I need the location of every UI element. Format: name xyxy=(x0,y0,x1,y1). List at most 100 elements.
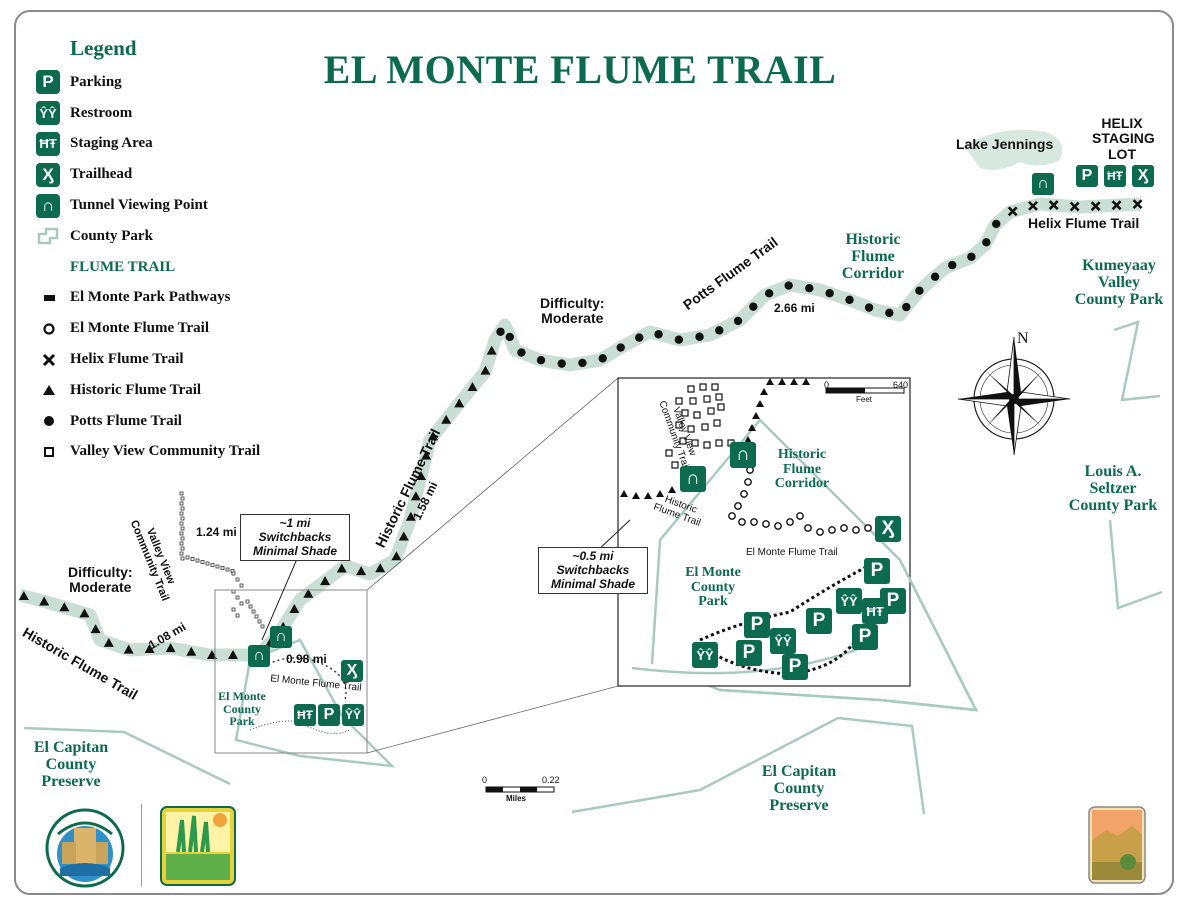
open-circle-icon xyxy=(43,323,55,335)
label-el-monte-park: El Monte County Park xyxy=(212,690,272,728)
scale-unit-label: Miles xyxy=(506,794,527,803)
label-difficulty-left: Difficulty: Moderate xyxy=(68,564,133,596)
potts-flume-marker xyxy=(784,281,793,290)
inset-scale-unit: Feet xyxy=(856,395,873,404)
label-line: Kumeyaay xyxy=(1082,257,1156,274)
inset-connector-top xyxy=(366,377,619,591)
label-line: Valley xyxy=(1097,273,1141,291)
valley-view-marker xyxy=(185,555,190,560)
valley-view-marker xyxy=(257,619,262,624)
potts-flume-marker xyxy=(505,332,514,342)
label-line: County xyxy=(45,755,97,773)
legend-label: Trailhead xyxy=(70,166,133,183)
inset-valley-view-marker xyxy=(699,383,707,391)
inset-el-monte-marker xyxy=(816,528,824,536)
label-line: Flume xyxy=(782,461,822,477)
legend-item-county-park: County Park xyxy=(36,221,296,252)
inset-valley-view-marker xyxy=(711,383,719,391)
label-line: County Park xyxy=(1068,496,1158,514)
valley-view-marker xyxy=(235,595,240,600)
parking-icon: P xyxy=(852,624,878,650)
inset-historic-marker xyxy=(766,378,774,385)
el-monte-logo xyxy=(1088,806,1146,884)
inset-valley-view-marker xyxy=(679,437,687,445)
valley-view-marker xyxy=(179,521,184,526)
label-valley-dist: 1.24 mi xyxy=(196,525,237,539)
inset-trail-markers xyxy=(620,378,872,536)
inset-historic-marker xyxy=(632,492,640,499)
inset-historic-marker xyxy=(644,492,652,499)
kumeyaay-boundary xyxy=(1113,320,1161,402)
inset-valley-view-marker xyxy=(703,441,711,449)
valley-view-marker xyxy=(235,577,240,582)
inset-el-monte-marker xyxy=(804,524,812,532)
inset-valley-view-marker xyxy=(693,411,701,419)
legend-label: El Monte Flume Trail xyxy=(70,320,210,337)
inset-historic-marker xyxy=(744,436,752,443)
inset-scale-end: 640 xyxy=(893,380,909,390)
valley-view-marker xyxy=(251,609,256,614)
historic-flume-marker xyxy=(441,414,452,424)
label-line: Moderate xyxy=(541,310,604,327)
valley-view-marker xyxy=(180,516,185,521)
staging-area-icon: ĦŦ xyxy=(1104,165,1126,187)
potts-flume-marker xyxy=(635,333,644,342)
trailhead-icon: Ӽ xyxy=(875,516,901,542)
label-line: Flume xyxy=(851,247,895,265)
historic-flume-marker xyxy=(59,602,70,612)
historic-flume-marker xyxy=(18,591,29,601)
inset-park-line xyxy=(650,418,979,712)
legend-item-valley-view: Valley View Community Trail xyxy=(36,437,296,468)
valley-view-marker xyxy=(239,601,244,606)
legend-label: Tunnel Viewing Point xyxy=(70,197,208,214)
compass-rose xyxy=(957,336,1071,456)
inset-scale-start: 0 xyxy=(824,380,830,390)
valley-view-trail xyxy=(179,491,265,629)
valley-view-marker xyxy=(215,564,220,569)
historic-flume-marker xyxy=(405,511,416,521)
inset-el-monte-marker xyxy=(828,526,836,534)
label-helix-staging: HELIX STAGING LOT xyxy=(1092,115,1155,162)
el-capitan-left-boundary xyxy=(23,726,231,786)
inset-historic-marker xyxy=(748,424,756,431)
legend-trail-heading: FLUME TRAIL xyxy=(70,258,176,275)
inset-label-el-monte-park: El Monte County Park xyxy=(678,565,748,610)
historic-flume-marker xyxy=(320,576,331,586)
valley-view-marker xyxy=(200,560,205,564)
valley-view-marker xyxy=(210,563,215,567)
valley-view-marker xyxy=(235,613,240,618)
helix-flume-marker xyxy=(1028,200,1038,211)
parking-icon: P xyxy=(864,558,890,584)
label-el-monte-dist: 0.98 mi xyxy=(286,652,327,666)
historic-flume-marker xyxy=(289,604,300,614)
parking-icon: P xyxy=(36,70,60,95)
potts-flume-marker xyxy=(578,358,587,368)
label-kumeyaay: Kumeyaay Valley County Park xyxy=(1062,257,1176,308)
label-line: Corridor xyxy=(841,264,905,282)
label-helix-trail: Helix Flume Trail xyxy=(1028,215,1140,231)
parking-icon: P xyxy=(744,612,770,638)
main-scale-bar xyxy=(485,786,555,793)
label-line: Seltzer xyxy=(1089,479,1137,497)
staging-area-icon: ĦŦ xyxy=(862,598,888,624)
callout-left: ~1 mi Switchbacks Minimal Shade xyxy=(240,514,350,562)
callout-line: Minimal Shade xyxy=(252,543,338,558)
inset-valley-view-marker xyxy=(715,439,723,447)
label-line: County xyxy=(222,701,261,716)
potts-flume-marker xyxy=(733,316,743,326)
inset-historic-marker xyxy=(752,412,760,419)
valley-view-marker xyxy=(205,561,210,566)
tunnel-icon: ∩ xyxy=(1032,173,1054,195)
valley-view-marker xyxy=(248,604,253,609)
triangle-icon xyxy=(43,385,55,396)
inset-valley-view-marker xyxy=(675,397,683,405)
potts-flume-marker xyxy=(930,272,940,281)
label-lake-jennings: Lake Jennings xyxy=(956,136,1054,152)
label-line: Preserve xyxy=(769,796,829,814)
potts-flume-marker xyxy=(517,348,526,357)
helix-flume-marker xyxy=(1132,199,1143,210)
inset-el-monte-marker xyxy=(852,526,860,534)
